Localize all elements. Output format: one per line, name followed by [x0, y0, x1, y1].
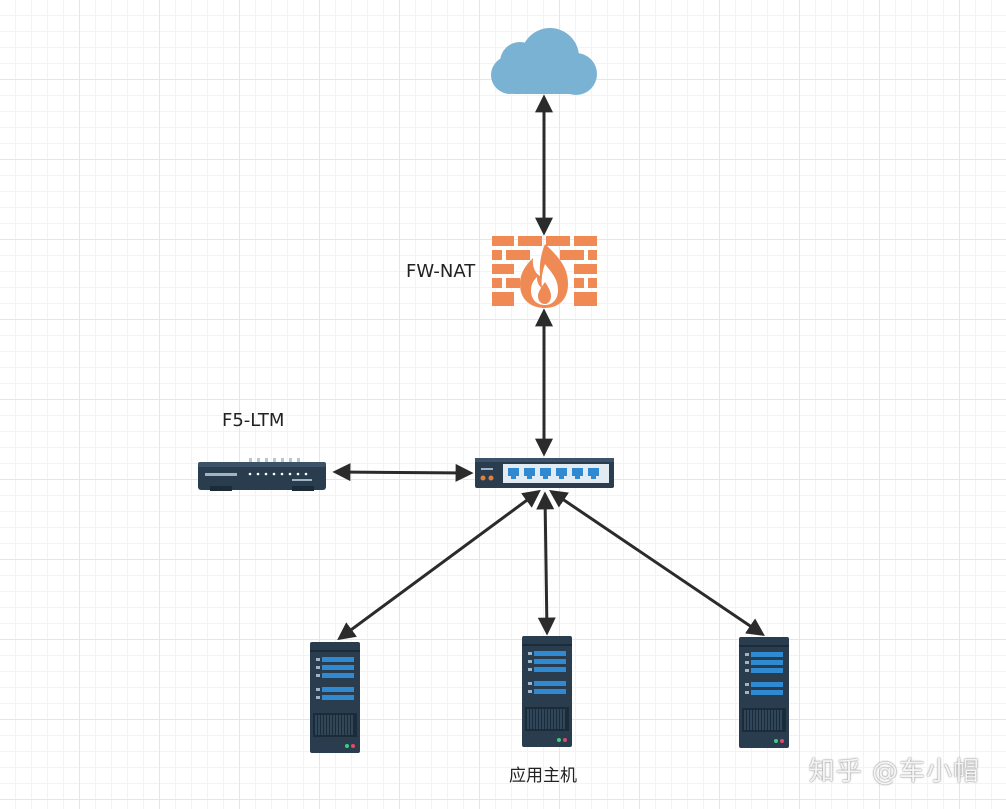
server-icon — [310, 642, 360, 753]
link-switch-server-right — [549, 489, 765, 637]
watermark: 知乎 @车小帽 — [808, 757, 980, 787]
switch-icon — [475, 458, 614, 488]
server-icon — [522, 636, 572, 747]
link-switch-server-left — [337, 489, 541, 641]
firewall-label: FW-NAT — [406, 261, 476, 282]
link-lb-switch — [332, 463, 474, 482]
firewall-icon — [492, 236, 597, 308]
link-switch-server-middle — [536, 491, 556, 636]
cloud-icon — [491, 28, 597, 95]
load-balancer-label: F5-LTM — [222, 410, 284, 431]
servers-label: 应用主机 — [509, 766, 577, 786]
server-icon — [739, 637, 789, 748]
connectors — [332, 94, 765, 641]
load-balancer-icon — [198, 458, 326, 491]
